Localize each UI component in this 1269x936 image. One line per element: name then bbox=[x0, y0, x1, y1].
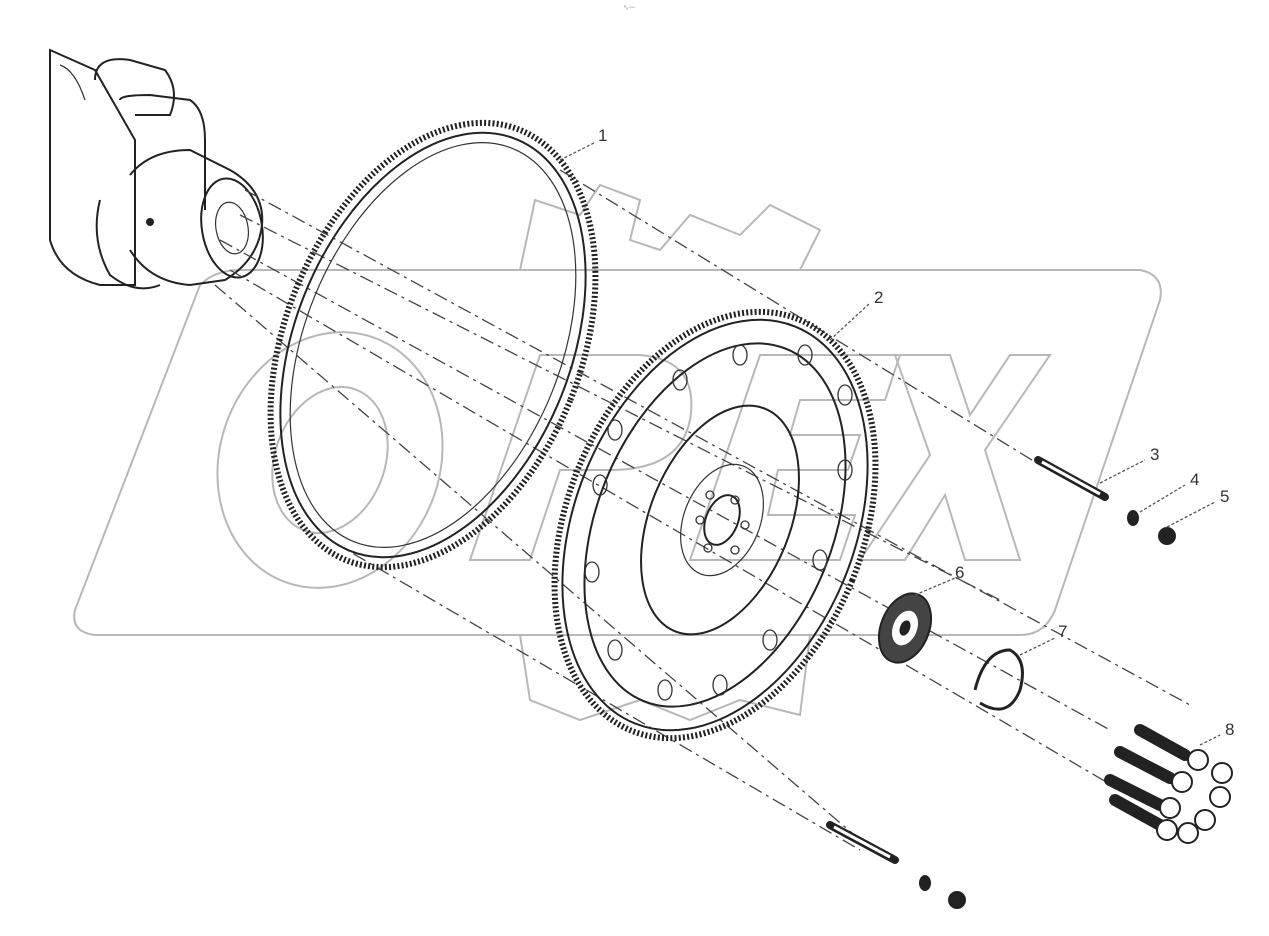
part-label-1: 1 bbox=[598, 126, 608, 145]
part-5-nut-lower bbox=[948, 891, 966, 909]
part-label-5: 5 bbox=[1220, 487, 1230, 506]
part-label-8: 8 bbox=[1225, 720, 1235, 739]
part-7-retaining-ring bbox=[973, 648, 1024, 711]
part-5-nut-upper bbox=[1158, 527, 1176, 545]
part-label-4: 4 bbox=[1190, 470, 1200, 489]
part-8-bolt-set bbox=[1104, 724, 1233, 844]
watermark-opex-logo bbox=[73, 183, 1162, 722]
part-label-6: 6 bbox=[955, 563, 965, 582]
part-label-2: 2 bbox=[874, 288, 884, 307]
part-label-7: 7 bbox=[1058, 622, 1068, 641]
part-4-washer-upper bbox=[1127, 510, 1139, 526]
part-1-ring-gear bbox=[267, 119, 599, 571]
part-label-3: 3 bbox=[1150, 445, 1160, 464]
assembly-axis-lines bbox=[214, 169, 1191, 851]
part-3-stud-upper bbox=[1034, 456, 1109, 501]
part-3-stud-lower bbox=[826, 821, 899, 864]
part-4-washer-lower bbox=[919, 875, 931, 891]
part-6-bearing bbox=[877, 592, 933, 664]
part-2-flywheel bbox=[551, 308, 879, 742]
header-mark: ⁰₀ ▫▫▫ bbox=[624, 5, 635, 11]
leader-lines bbox=[559, 142, 1221, 746]
crankshaft bbox=[49, 48, 264, 290]
